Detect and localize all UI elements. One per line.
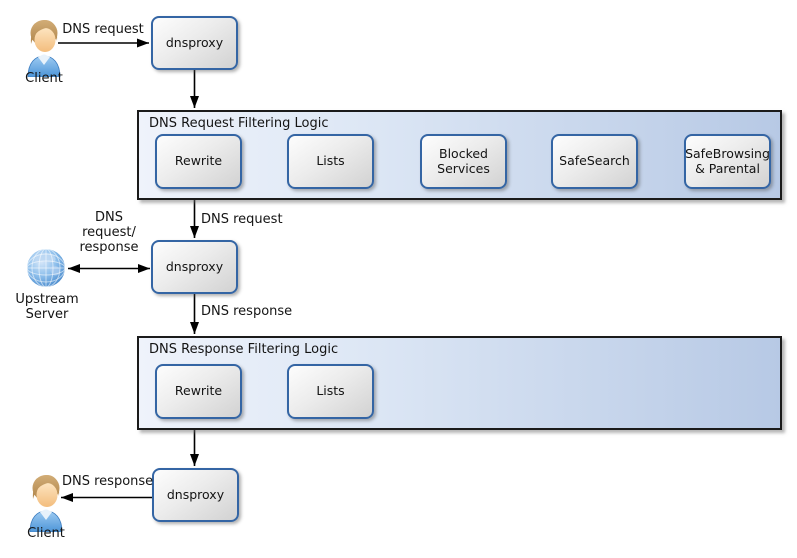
dnsproxy-top-label: dnsproxy xyxy=(165,34,224,50)
request-box-lists: Lists xyxy=(287,134,374,189)
client-bottom-icon xyxy=(28,472,64,533)
response-box-lists-label: Lists xyxy=(316,383,345,399)
dnsproxy-top-node: dnsproxy xyxy=(151,16,238,70)
edge-label-upstream-exchange: DNS request/ response xyxy=(79,210,139,255)
request-box-safesearch: SafeSearch xyxy=(551,134,638,189)
request-box-rewrite-label: Rewrite xyxy=(174,153,223,169)
edge-label-client-request: DNS request xyxy=(62,22,144,37)
client-top-label: Client xyxy=(25,71,63,86)
client-bottom-label: Client xyxy=(27,526,65,541)
request-box-blocked-services: Blocked Services xyxy=(420,134,507,189)
request-box-rewrite: Rewrite xyxy=(155,134,242,189)
person-icon xyxy=(29,475,63,533)
client-top-icon xyxy=(26,17,62,78)
request-box-safebrowsing: SafeBrowsing & Parental xyxy=(684,134,771,189)
request-box-blocked-services-label: Blocked Services xyxy=(437,145,490,176)
person-icon xyxy=(27,20,61,78)
request-box-safebrowsing-label: SafeBrowsing & Parental xyxy=(685,145,770,176)
upstream-server-label: Upstream Server xyxy=(15,292,79,322)
response-box-rewrite-label: Rewrite xyxy=(174,383,223,399)
request-filtering-title: DNS Request Filtering Logic xyxy=(149,116,329,131)
dnsproxy-bottom-label: dnsproxy xyxy=(166,486,225,502)
request-filtering-container: DNS Request Filtering Logic Rewrite List… xyxy=(137,110,782,200)
response-box-lists: Lists xyxy=(287,364,374,419)
response-filtering-container: DNS Response Filtering Logic Rewrite Lis… xyxy=(137,336,782,430)
dnsproxy-bottom-node: dnsproxy xyxy=(152,468,239,522)
dnsproxy-middle-label: dnsproxy xyxy=(165,258,224,274)
edge-label-dns-request-middle: DNS request xyxy=(201,212,283,227)
request-box-safesearch-label: SafeSearch xyxy=(559,153,630,169)
upstream-server-icon xyxy=(26,248,66,288)
globe-icon xyxy=(26,248,66,288)
edge-label-dns-response-bottom: DNS response xyxy=(62,474,154,489)
request-box-lists-label: Lists xyxy=(316,153,345,169)
response-box-rewrite: Rewrite xyxy=(155,364,242,419)
edge-label-dns-response-middle: DNS response xyxy=(201,304,293,319)
dnsproxy-middle-node: dnsproxy xyxy=(151,240,238,294)
response-filtering-title: DNS Response Filtering Logic xyxy=(149,342,339,357)
